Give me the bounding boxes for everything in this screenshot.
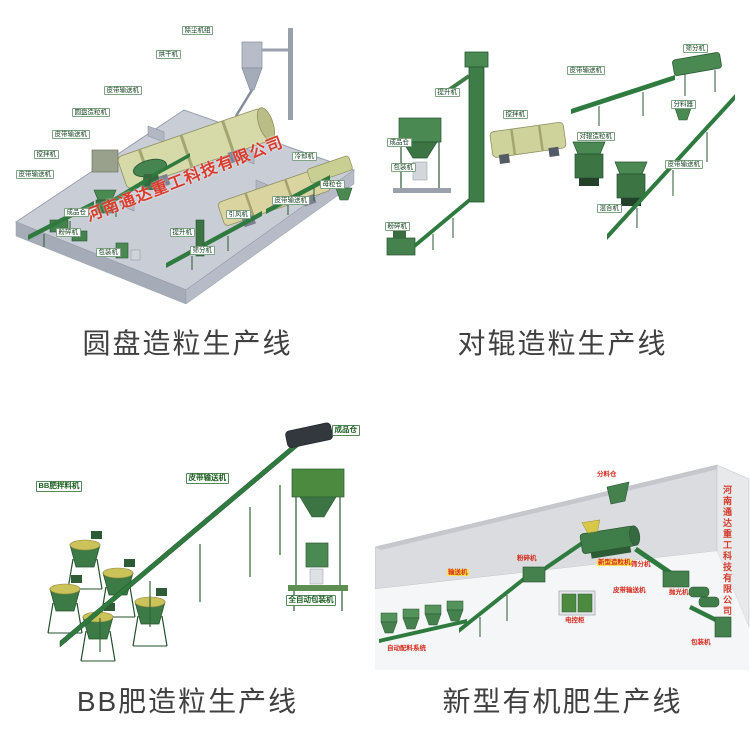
back-wall — [375, 464, 750, 628]
belt-conveyors — [459, 536, 723, 637]
crusher-machine — [522, 566, 546, 583]
equipment-label: 引风机 — [226, 210, 251, 220]
equipment-label: 筛分机 — [631, 561, 651, 568]
equipment-label: 皮带输送机 — [104, 86, 142, 96]
caption-organic-fertilizer-line: 新型有机肥生产线 — [442, 686, 683, 717]
equipment-label: 提升机 — [435, 88, 460, 98]
equipment-label: 粉碎机 — [56, 228, 81, 238]
equipment-label: 分料器 — [671, 100, 696, 110]
equipment-label: 成品仓 — [64, 208, 89, 218]
hot-air-furnace — [91, 149, 119, 173]
chimney — [288, 28, 293, 120]
watermark-text: 河南通达重工科技有限公司 — [722, 485, 732, 617]
equipment-label: 圆盘造粒机 — [72, 108, 110, 118]
polishing-drums — [688, 586, 720, 608]
organic-fertilizer-diagram: 河南通达重工科技有限公司 分料仓 输送机 新型造粒机 筛分机 抛光机 粉碎机 电… — [375, 375, 750, 670]
equipment-label: 皮带输送机 — [613, 587, 646, 594]
distribution-bin — [606, 481, 630, 505]
equipment-label: 分料仓 — [597, 471, 617, 478]
equipment-label: 自动配料系统 — [387, 645, 426, 652]
equipment-label: 包装机 — [391, 163, 416, 173]
product-hopper-tower — [291, 468, 345, 587]
organic-line-illustration — [375, 464, 750, 670]
batching-bins — [379, 600, 467, 643]
equipment-label: 皮带输送机 — [272, 196, 310, 206]
bucket-elevator — [441, 51, 489, 203]
equipment-label: 混合机 — [597, 204, 622, 214]
equipment-label: 包装机 — [96, 248, 121, 258]
equipment-label: 皮带输送机 — [52, 130, 90, 140]
equipment-label: BB肥拌料机 — [36, 481, 82, 492]
equipment-label: 粉碎机 — [517, 555, 537, 562]
packing-machine — [714, 616, 732, 638]
panel-disc-granulation-line: 河南通达重工科技有限公司 除尘机组 烘干机 皮带输送机 圆盘造粒机 皮带输送机 … — [0, 0, 375, 375]
screening-machine — [672, 52, 722, 96]
mixer-machine — [614, 161, 648, 206]
equipment-label: 皮带输送机 — [16, 170, 54, 180]
equipment-label: 成品仓 — [332, 425, 360, 436]
caption-bb-fertilizer-line: BB肥造粒生产线 — [76, 686, 299, 717]
roller-granulator-machine — [572, 141, 606, 186]
disc-granulation-diagram: 河南通达重工科技有限公司 除尘机组 烘干机 皮带输送机 圆盘造粒机 皮带输送机 … — [0, 0, 375, 308]
equipment-label: 电控柜 — [565, 617, 585, 624]
equipment-label: 除尘机组 — [182, 26, 213, 36]
equipment-label: 筛分机 — [683, 44, 708, 54]
equipment-label: 搅拌机 — [34, 150, 59, 160]
equipment-label: 皮带输送机 — [665, 160, 703, 170]
equipment-label: 搅拌机 — [503, 110, 528, 120]
equipment-label: 提升机 — [170, 228, 195, 238]
equipment-label: 抛光机 — [669, 589, 689, 596]
bb-line-illustration — [47, 422, 348, 662]
inclined-belt-conveyor — [59, 438, 301, 652]
roller-granulation-diagram: 提升机 成品仓 包装机 搅拌机 对辊造粒机 皮带输送机 筛分机 分料器 混合机 … — [375, 0, 750, 308]
equipment-label: 筛分机 — [190, 246, 215, 256]
equipment-label: 烘干机 — [156, 50, 181, 60]
equipment-label: 粉碎机 — [385, 222, 410, 232]
caption-roller-granulation-line: 对辊造粒生产线 — [457, 327, 668, 359]
equipment-label: 全自动包装机 — [286, 595, 336, 606]
distributor — [674, 107, 692, 121]
control-cabinet — [558, 590, 596, 616]
equipment-label: 新型造粒机 — [597, 559, 632, 567]
head-pulley-drum — [285, 422, 333, 448]
panel-roller-granulation-line: 提升机 成品仓 包装机 搅拌机 对辊造粒机 皮带输送机 筛分机 分料器 混合机 … — [375, 0, 750, 375]
equipment-label: 包装机 — [691, 639, 711, 646]
mixing-drum — [489, 121, 567, 164]
equipment-label: 冷却机 — [292, 152, 317, 162]
equipment-label: 皮带输送机 — [186, 473, 229, 484]
product-bin-and-packer — [393, 117, 451, 193]
cyclone-dust-collector — [234, 41, 290, 117]
panel-bb-fertilizer-line: BB肥拌料机 皮带输送机 成品仓 全自动包装机 BB肥造粒生产线 — [0, 375, 375, 750]
panel-organic-fertilizer-line: 河南通达重工科技有限公司 分料仓 输送机 新型造粒机 筛分机 抛光机 粉碎机 电… — [375, 375, 750, 750]
bucket-elevator — [195, 219, 205, 257]
equipment-label: 皮带输送机 — [567, 66, 605, 76]
equipment-label: 成品仓 — [387, 138, 412, 148]
crusher-machine — [386, 230, 416, 256]
bb-mixer-drums — [47, 531, 168, 662]
equipment-label: 母粒仓 — [320, 180, 345, 190]
granulator-drum — [579, 519, 641, 559]
product-hopper — [335, 187, 353, 201]
screening-drum — [307, 155, 353, 184]
screening-machine — [662, 570, 690, 588]
bb-fertilizer-diagram: BB肥拌料机 皮带输送机 成品仓 全自动包装机 — [0, 375, 375, 670]
equipment-label: 输送机 — [447, 569, 469, 577]
caption-disc-granulation-line: 圆盘造粒生产线 — [82, 327, 293, 359]
equipment-label: 对辊造粒机 — [577, 132, 615, 142]
